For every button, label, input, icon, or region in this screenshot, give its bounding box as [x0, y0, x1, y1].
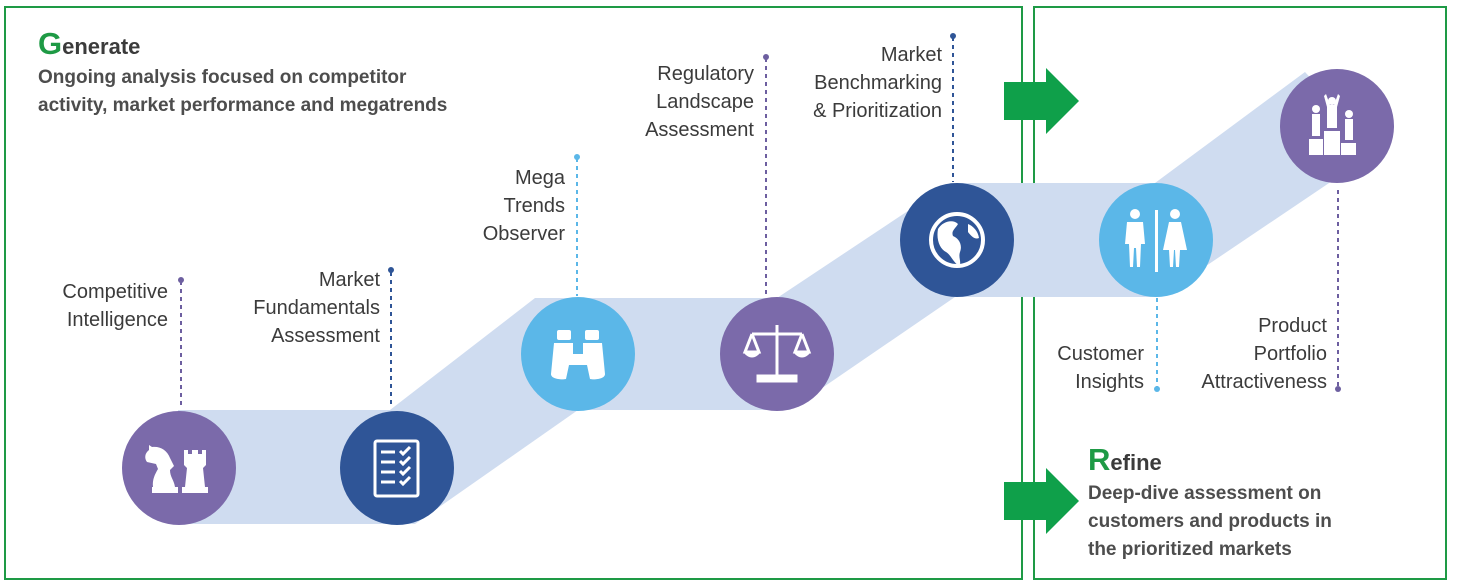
leader-dots: [178, 33, 1341, 392]
generate-description-line: Ongoing analysis focused on competitor: [38, 67, 407, 88]
refine-title-initial: R: [1088, 442, 1111, 477]
chess-pieces-icon: [145, 445, 208, 493]
label-line: Competitive: [62, 281, 168, 303]
label-mega-trends: Mega Trends Observer: [440, 164, 565, 248]
market-benchmarking-node: [900, 183, 1014, 297]
generate-description: Ongoing analysis focused on competitor a…: [38, 64, 447, 120]
label-line: Market: [880, 44, 942, 66]
market-fundamentals-node: [340, 411, 454, 525]
label-line: Landscape: [656, 91, 754, 113]
label-line: Mega: [514, 167, 565, 189]
label-line: Market: [318, 269, 380, 291]
label-competitive-intelligence: Competitive Intelligence: [20, 278, 168, 334]
binoculars-icon: [551, 330, 605, 380]
leader-lines: [180, 37, 1339, 408]
label-product-portfolio: Product Portfolio Attractiveness: [1166, 312, 1327, 396]
label-line: Benchmarking: [814, 72, 942, 94]
label-line: Regulatory: [657, 63, 754, 85]
refine-description: Deep-dive assessment on customers and pr…: [1088, 480, 1332, 564]
product-portfolio-node: [1280, 69, 1394, 183]
generate-title-initial: G: [38, 26, 63, 61]
label-customer-insights: Customer Insights: [1030, 340, 1144, 396]
label-line: Insights: [1075, 371, 1144, 393]
refine-output-arrow: [1004, 468, 1079, 534]
mega-trends-node: [521, 297, 635, 411]
label-line: Portfolio: [1253, 343, 1327, 365]
generate-to-refine-arrow: [1004, 68, 1079, 134]
people-icon: [1125, 209, 1187, 272]
label-line: Trends: [503, 195, 565, 217]
refine-title: Refine: [1088, 442, 1162, 478]
refine-description-line: Deep-dive assessment on: [1088, 483, 1322, 504]
competitive-intelligence-node: [122, 411, 236, 525]
refine-title-rest: efine: [1110, 450, 1162, 475]
label-line: Attractiveness: [1201, 371, 1327, 393]
generate-description-line: activity, market performance and megatre…: [38, 95, 448, 116]
label-line: Intelligence: [66, 309, 168, 331]
label-line: Observer: [482, 223, 565, 245]
label-market-fundamentals: Market Fundamentals Assessment: [200, 266, 380, 350]
label-line: & Prioritization: [813, 100, 942, 122]
label-line: Product: [1258, 315, 1327, 337]
refine-description-line: customers and products in: [1088, 511, 1332, 532]
label-line: Assessment: [271, 325, 380, 347]
regulatory-landscape-node: [720, 297, 834, 411]
podium-icon: [1309, 94, 1356, 155]
label-line: Customer: [1057, 343, 1144, 365]
generate-title-rest: enerate: [62, 34, 141, 59]
label-line: Fundamentals: [253, 297, 380, 319]
generate-title: Generate: [38, 26, 140, 62]
label-line: Assessment: [645, 119, 754, 141]
customer-insights-node: [1099, 183, 1213, 297]
label-market-benchmarking: Market Benchmarking & Prioritization: [770, 41, 942, 125]
label-regulatory-landscape: Regulatory Landscape Assessment: [600, 60, 754, 144]
checklist-icon: [373, 439, 420, 498]
globe-icon: [929, 212, 985, 268]
scales-icon: [742, 325, 812, 383]
refine-description-line: the prioritized markets: [1088, 539, 1292, 560]
